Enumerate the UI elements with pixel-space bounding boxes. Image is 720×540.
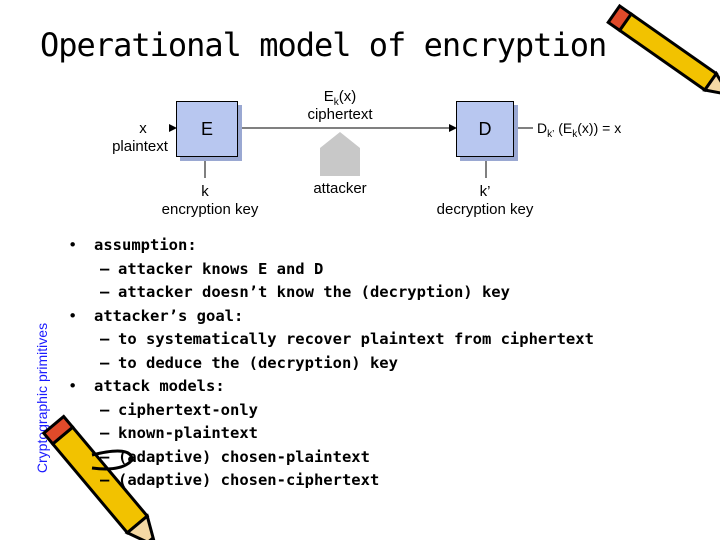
sub-bullet: attacker knows E and D — [62, 258, 594, 282]
encrypt-box: E — [176, 101, 238, 157]
k-label: k — [201, 183, 209, 200]
slide-title: Operational model of encryption — [40, 26, 607, 64]
ek-label: E — [323, 88, 334, 105]
bullet-attack-models: attack models: — [62, 375, 594, 399]
sub-bullet: to systematically recover plaintext from… — [62, 328, 594, 352]
decrypt-box-label: D — [478, 118, 492, 139]
sub-bullet: ciphertext-only — [62, 399, 594, 423]
sub-bullet: (adaptive) chosen-plaintext — [62, 446, 594, 470]
sub-bullet: known-plaintext — [62, 422, 594, 446]
output-D: D — [537, 120, 548, 136]
sub-bullet: (adaptive) chosen-ciphertext — [62, 469, 594, 493]
x-label: x — [139, 120, 147, 137]
output-mid: (E — [554, 120, 573, 136]
output-rest: (x)) = x — [577, 120, 622, 136]
attacker-label: attacker — [313, 180, 367, 197]
bullet-list: assumption: attacker knows E and D attac… — [62, 234, 594, 493]
encrypt-box-label: E — [200, 118, 213, 139]
output-expression: Dk’ (Ek(x)) = x — [537, 120, 621, 143]
decryption-key-label: decryption key — [436, 201, 534, 218]
sub-bullet: attacker doesn’t know the (decryption) k… — [62, 281, 594, 305]
output-subscript-k: k — [572, 128, 578, 140]
sub-bullet: to deduce the (decryption) key — [62, 352, 594, 376]
bullet-assumption: assumption: — [62, 234, 594, 258]
k-prime-label: k’ — [479, 183, 491, 200]
ciphertext-label: ciphertext — [307, 106, 373, 123]
output-subscript-k-prime: k’ — [547, 128, 555, 140]
ek-arg: (x) — [338, 88, 357, 105]
pencil-icon-top — [606, 3, 720, 97]
plaintext-label: plaintext — [112, 138, 168, 155]
encryption-key-label: encryption key — [161, 201, 259, 218]
bullet-goal: attacker’s goal: — [62, 305, 594, 329]
ek-subscript: k — [333, 97, 339, 108]
decrypt-box: D — [456, 101, 514, 157]
attacker-icon — [320, 132, 360, 176]
ciphertext-expression: Ek(x) — [290, 88, 390, 111]
